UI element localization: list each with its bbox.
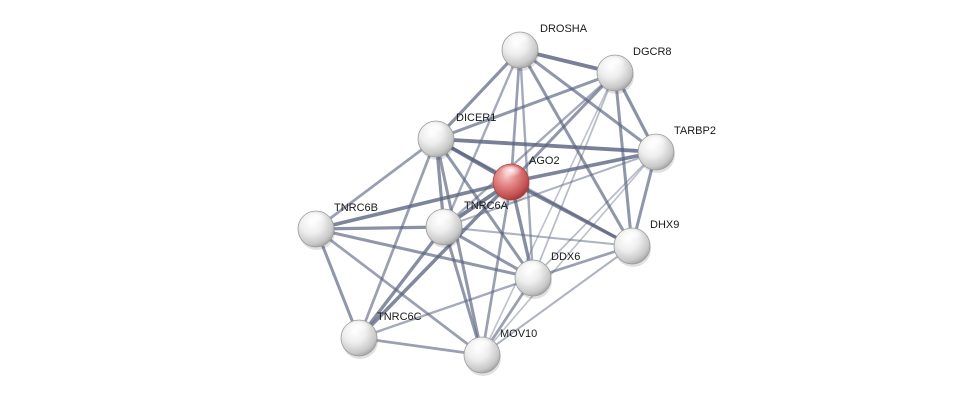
node-dicer1[interactable]: DICER1 <box>417 112 496 160</box>
node-highlight <box>432 211 456 225</box>
edge-dgcr8-ago2 <box>509 71 617 184</box>
edge-dgcr8-dicer1 <box>434 71 617 141</box>
edge-tnrc6b-tnrc6c <box>314 227 361 340</box>
node-label-tarbp2: TARBP2 <box>674 125 716 137</box>
node-highlight <box>644 136 668 150</box>
node-tnrc6a[interactable]: TNRC6A <box>425 200 509 248</box>
edge-dgcr8-tnrc6a <box>442 71 617 229</box>
edge-dicer1-tnrc6b <box>314 137 438 231</box>
edge-dgcr8-mov10 <box>481 72 616 356</box>
node-highlight <box>620 230 644 244</box>
edge-dicer1-tarbp2 <box>434 137 658 154</box>
node-dhx9[interactable]: DHX9 <box>613 219 679 267</box>
node-label-tnrc6a: TNRC6A <box>464 200 509 212</box>
node-label-mov10: MOV10 <box>500 328 537 340</box>
node-mov10[interactable]: MOV10 <box>463 328 537 376</box>
edge-dicer1-mov10 <box>434 137 484 357</box>
node-highlight <box>508 34 532 48</box>
edge-ddx6-tnrc6c <box>357 276 535 340</box>
edge-tnrc6b-mov10 <box>314 227 484 357</box>
edge-ago2-tnrc6b <box>314 180 513 231</box>
edge-dhx9-mov10 <box>480 244 634 357</box>
node-label-tnrc6b: TNRC6B <box>334 202 378 214</box>
node-ago2[interactable]: AGO2 <box>492 155 560 203</box>
node-highlight <box>470 339 494 353</box>
node-tnrc6c[interactable]: TNRC6C <box>340 311 422 359</box>
edge-drosha-ago2 <box>509 48 522 184</box>
node-label-tnrc6c: TNRC6C <box>377 311 422 323</box>
edge-tarbp2-mov10 <box>481 151 657 356</box>
node-tnrc6b[interactable]: TNRC6B <box>297 202 378 250</box>
edge-tnrc6c-mov10 <box>357 336 484 357</box>
edge-dicer1-tnrc6c <box>357 137 438 340</box>
node-label-ago2: AGO2 <box>529 155 560 167</box>
node-label-drosha: DROSHA <box>540 23 588 35</box>
edge-tnrc6a-dhx9 <box>442 225 634 248</box>
edge-tnrc6b-tnrc6a <box>314 225 446 231</box>
node-label-dicer1: DICER1 <box>456 112 496 124</box>
edge-dgcr8-ddx6 <box>532 72 616 279</box>
edge-ago2-tnrc6c <box>357 180 513 340</box>
edge-ago2-dhx9 <box>509 180 634 248</box>
node-tarbp2[interactable]: TARBP2 <box>637 125 716 173</box>
edge-tnrc6a-mov10 <box>442 225 484 357</box>
node-highlight <box>499 166 523 180</box>
edge-ago2-tarbp2 <box>509 150 658 184</box>
node-label-ddx6: DDX6 <box>551 251 580 263</box>
node-ddx6[interactable]: DDX6 <box>514 251 580 299</box>
node-drosha[interactable]: DROSHA <box>501 23 588 71</box>
node-label-dgcr8: DGCR8 <box>633 46 672 58</box>
node-highlight <box>521 262 545 276</box>
edge-tarbp2-tnrc6a <box>442 150 658 229</box>
node-highlight <box>424 123 448 137</box>
node-label-dhx9: DHX9 <box>650 219 679 231</box>
node-dgcr8[interactable]: DGCR8 <box>596 46 672 94</box>
edge-tnrc6a-tnrc6c <box>357 225 446 340</box>
edge-drosha-dicer1 <box>434 48 522 141</box>
node-highlight <box>603 57 627 71</box>
node-highlight <box>304 213 328 227</box>
edge-tarbp2-ddx6 <box>532 151 657 279</box>
edge-drosha-tnrc6a <box>442 48 522 229</box>
node-highlight <box>347 322 371 336</box>
